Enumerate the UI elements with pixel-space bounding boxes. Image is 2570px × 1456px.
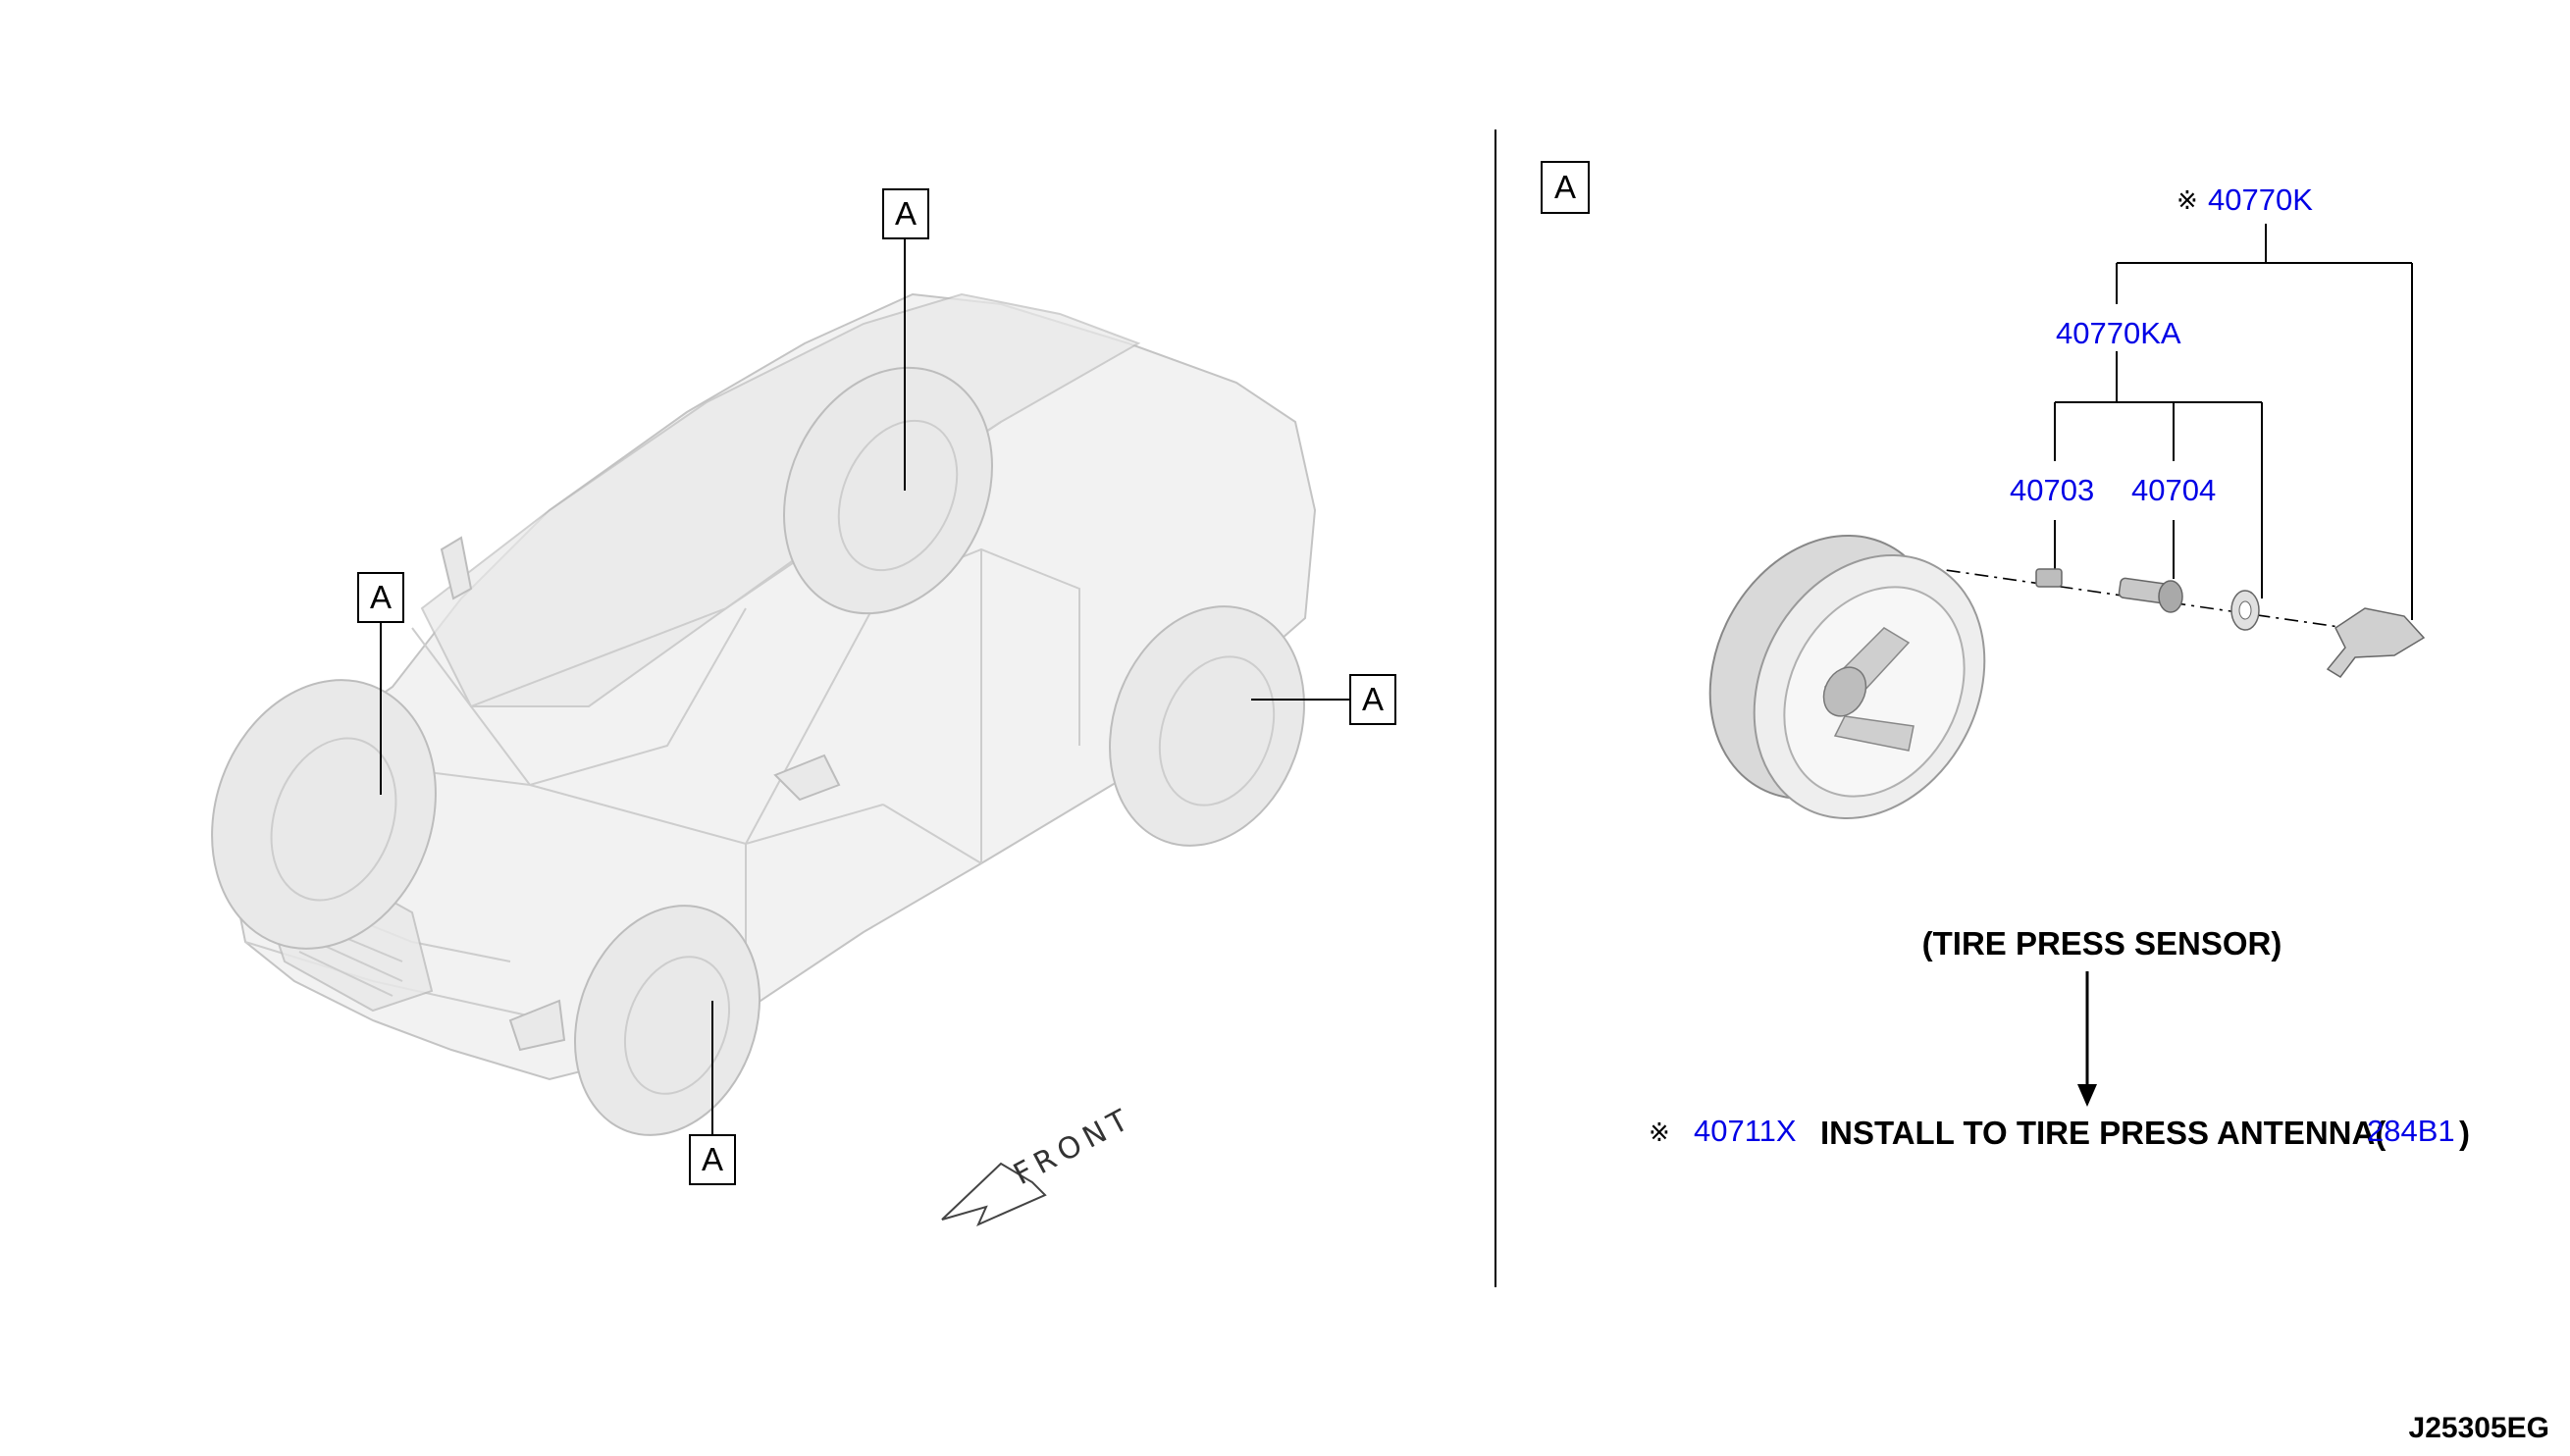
detail-label-a: A [1541,161,1590,214]
front-label: FRONT [1008,1101,1138,1192]
callout-a-left[interactable]: A [357,572,404,623]
part-link-40770KA[interactable]: 40770KA [2056,316,2181,350]
front-direction-indicator: FRONT [941,1101,1139,1226]
part-link-40770K[interactable]: 40770K [2208,182,2313,217]
install-note: INSTALL TO TIRE PRESS ANTENNA( [1820,1115,2386,1151]
down-arrow-icon [2077,971,2097,1107]
callout-label: A [370,579,392,615]
antenna-mark: ※ [1649,1118,1670,1148]
diagram-code: J25305EG [2409,1412,2549,1444]
wheel-front-left [211,679,437,950]
kit-mark: ※ [2177,186,2198,216]
callout-label: A [702,1141,723,1177]
vehicle-illustration [211,292,1317,1136]
detail-callout-label: A [1554,169,1576,205]
part-valve-40704 [2118,577,2183,613]
callout-a-bottom[interactable]: A [689,1134,736,1185]
callout-leaders [380,238,1350,1135]
front-arrow-icon [941,1162,1047,1226]
wheel-rear-left [783,366,993,615]
install-note-close: ) [2459,1115,2470,1151]
callout-label: A [895,195,917,232]
part-nut-40703 [2035,568,2063,588]
wheel-front-right [573,905,761,1136]
callout-label: A [1362,681,1384,717]
callout-a-top[interactable]: A [882,188,929,239]
part-sensor [2326,607,2426,678]
part-link-40711X[interactable]: 40711X [1694,1114,1797,1148]
part-link-40704[interactable]: 40704 [2131,473,2216,507]
part-seal [2230,590,2260,631]
callout-a-right[interactable]: A [1349,674,1396,725]
wheel-rear-right [1109,605,1305,847]
part-link-284B1[interactable]: 284B1 [2367,1114,2455,1148]
sensor-title: (TIRE PRESS SENSOR) [1922,925,2282,962]
part-link-40703[interactable]: 40703 [2010,473,2094,507]
part-tree-lines [1917,224,2415,639]
wheel-rim [1708,535,1986,819]
